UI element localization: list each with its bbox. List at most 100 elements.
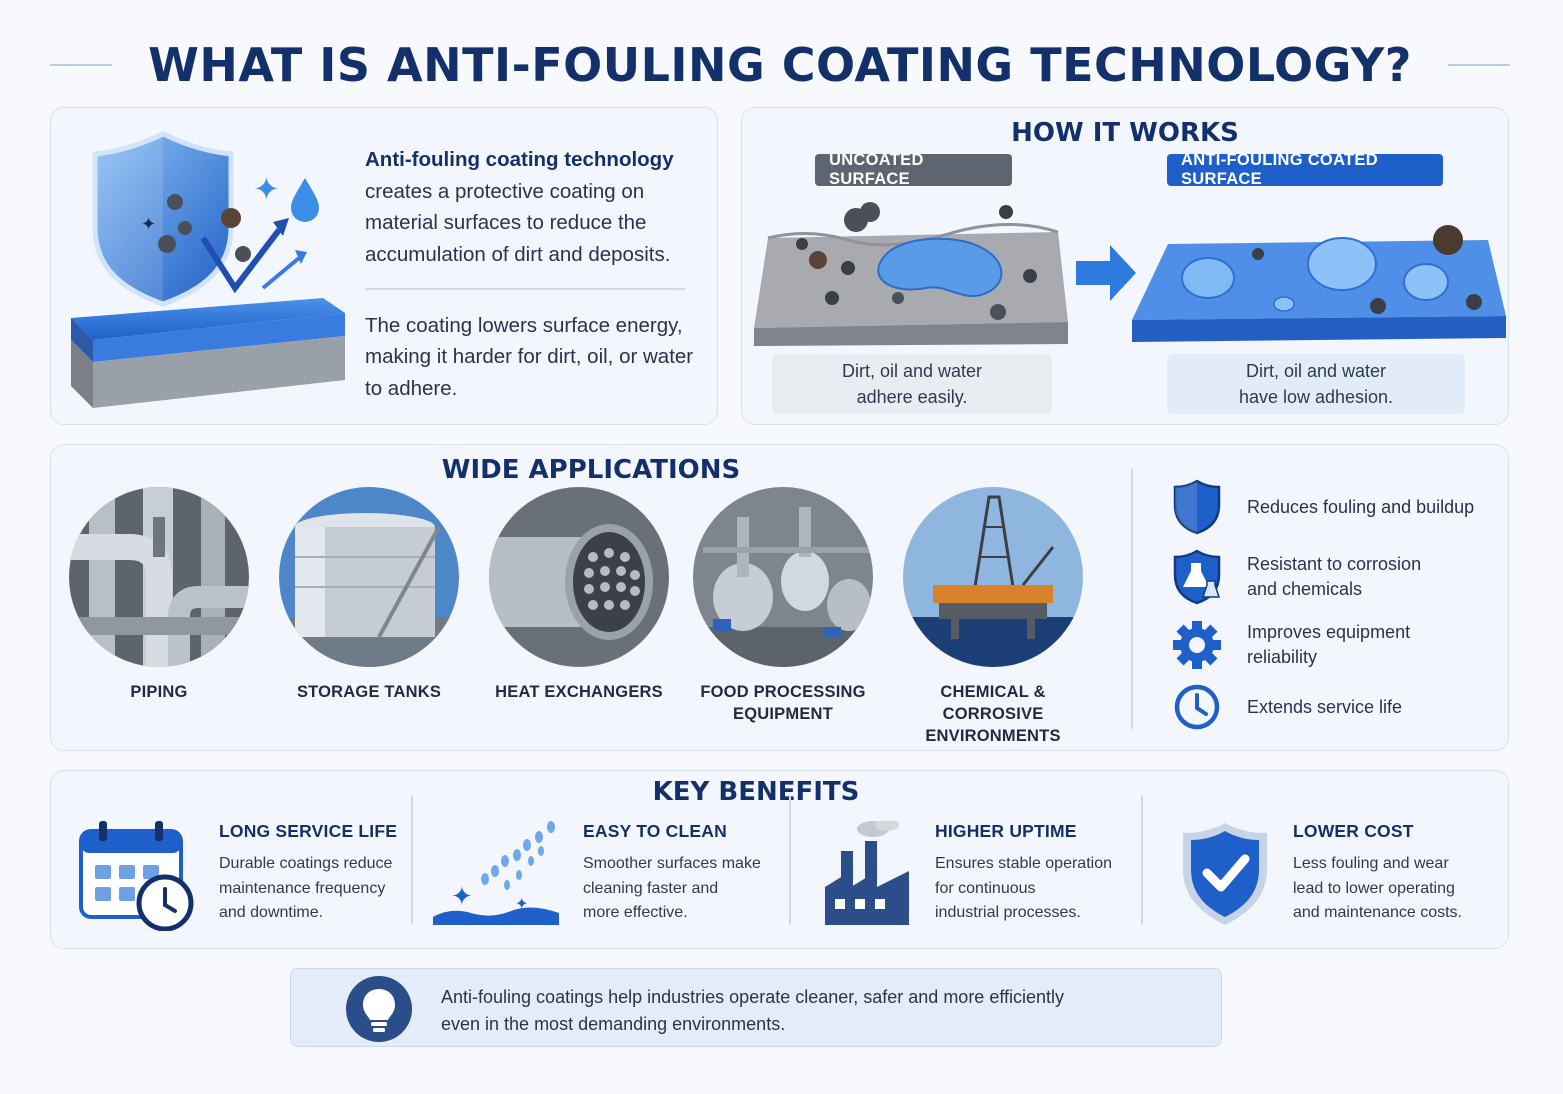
benefit-line: Smoother surfaces make [583, 855, 761, 872]
intro-lead: Anti-fouling coating technology creates a… [365, 144, 705, 270]
piping-image [69, 487, 249, 667]
benefit-line: Ensures stable operation [935, 855, 1112, 872]
coated-caption-line2: have low adhesion. [1238, 387, 1394, 407]
title-rule-left [50, 64, 113, 66]
feature-text: Extends service life [1247, 695, 1402, 720]
applications-panel: WIDE APPLICATIONS PIPING [50, 444, 1509, 751]
svg-text:✦: ✦ [253, 171, 280, 207]
application-label-line2: EQUIPMENT [733, 705, 833, 723]
application-label-line1: STORAGE TANKS [296, 683, 442, 701]
calendar-clock-icon [79, 821, 194, 931]
benefit-line: cleaning faster and [583, 879, 719, 897]
benefit-line: industrial processes. [935, 904, 1081, 921]
benefit-title: LONG SERVICE LIFE [219, 821, 398, 841]
application-label: STORAGE TANKS [269, 681, 469, 703]
benefit-divider [411, 795, 413, 925]
feature-text: Improves equipment reliability [1247, 620, 1410, 670]
benefit-line: more effective. [583, 904, 688, 921]
offshore-platform-image [903, 487, 1083, 667]
intro-lead-rest: creates a protective coating on material… [365, 179, 671, 266]
title-row: WHAT IS ANTI-FOULING COATING TECHNOLOGY? [50, 30, 1510, 100]
footer-banner: Anti-fouling coatings help industries op… [290, 968, 1222, 1047]
benefit-long-service-life: LONG SERVICE LIFE Durable coatings reduc… [79, 821, 397, 931]
intro-lead-bold: Anti-fouling coating technology [365, 148, 674, 171]
offshore-platform-photo [903, 487, 1083, 667]
benefit-line: lead to lower operating [1293, 879, 1455, 897]
application-label-line1: PIPING [130, 683, 188, 701]
benefit-text: LONG SERVICE LIFE Durable coatings reduc… [219, 821, 397, 931]
coated-caption-line1: Dirt, oil and water [1245, 361, 1387, 381]
feature-service-life: Extends service life [1171, 679, 1491, 735]
uncoated-surface-badge: UNCOATED SURFACE [815, 151, 1012, 188]
gear-icon [1173, 621, 1221, 669]
application-label-line1: HEAT EXCHANGERS [495, 683, 663, 701]
benefit-text: HIGHER UPTIME Ensures stable operation fo… [935, 821, 1112, 931]
svg-text:✦: ✦ [451, 881, 473, 911]
application-piping: PIPING [59, 487, 259, 703]
svg-text:✦: ✦ [515, 896, 528, 913]
water-spray-icon: ✦ ✦ [433, 821, 559, 925]
feature-reduces-fouling: Reduces fouling and buildup [1171, 479, 1491, 535]
intro-text: Anti-fouling coating technology creates a… [365, 144, 705, 404]
uncoated-caption: Dirt, oil and water adhere easily. [772, 354, 1052, 414]
benefit-title: HIGHER UPTIME [935, 821, 1077, 841]
application-food-processing: FOOD PROCESSING EQUIPMENT [683, 487, 883, 725]
benefit-title: EASY TO CLEAN [583, 821, 727, 841]
application-label: HEAT EXCHANGERS [479, 681, 679, 703]
application-label-line1: FOOD PROCESSING [700, 683, 866, 701]
benefit-description: Smoother surfaces make cleaning faster an… [583, 852, 761, 926]
feature-text-line2: reliability [1247, 647, 1318, 667]
benefit-description: Ensures stable operation for continuous in… [935, 852, 1112, 926]
benefit-line: Less fouling and wear [1293, 855, 1449, 872]
heat-exchangers-image [489, 487, 669, 667]
benefit-text: EASY TO CLEAN Smoother surfaces make clea… [583, 821, 761, 931]
applications-divider [1131, 469, 1133, 729]
feature-reliability: Improves equipment reliability [1171, 617, 1491, 673]
footer-line2: even in the most demanding environments. [441, 1014, 786, 1034]
footer-line1: Anti-fouling coatings help industries op… [441, 987, 1065, 1007]
coated-caption: Dirt, oil and water have low adhesion. [1167, 354, 1465, 414]
intro-divider [365, 288, 685, 290]
intro-second: The coating lowers surface energy, makin… [365, 313, 694, 400]
feature-text-line1: Extends service life [1247, 696, 1403, 717]
heat-exchangers-photo [489, 487, 669, 667]
benefit-easy-to-clean: ✦ ✦ EASY TO CLEAN Smoother surfaces make… [431, 821, 761, 931]
coated-surface-illustration [1132, 225, 1506, 342]
feature-text: Reduces fouling and buildup [1247, 495, 1474, 520]
arrow-right-icon [1076, 245, 1136, 301]
application-storage-tanks: STORAGE TANKS [269, 487, 469, 703]
uncoated-caption-line2: adhere easily. [856, 387, 968, 407]
uncoated-surface-illustration [754, 202, 1068, 346]
benefit-line: for continuous [935, 879, 1036, 897]
chemical-shield-icon [1173, 549, 1221, 605]
coated-surface-badge: ANTI-FOULING COATED SURFACE [1167, 151, 1443, 188]
application-label-line1: CHEMICAL & CORROSIVE [940, 683, 1046, 723]
storage-tanks-photo [279, 487, 459, 667]
how-it-works-panel: HOW IT WORKS UNCOATED SURFACE ANTI-FOULI… [741, 107, 1509, 425]
protective-shield-illustration: ✦ ✦ [71, 131, 345, 408]
page-title: WHAT IS ANTI-FOULING COATING TECHNOLOGY? [148, 38, 1412, 92]
clock-icon [1174, 684, 1220, 730]
key-benefits-panel: KEY BENEFITS LONG SERVICE LIFE Durable c… [50, 770, 1509, 949]
factory-icon [825, 821, 909, 925]
feature-text-line2: and chemicals [1247, 579, 1363, 599]
benefit-divider [789, 795, 791, 925]
key-benefits-title: KEY BENEFITS [652, 777, 860, 807]
benefit-divider [1141, 795, 1143, 925]
application-label: PIPING [59, 681, 259, 703]
benefit-title: LOWER COST [1293, 821, 1414, 841]
application-heat-exchangers: HEAT EXCHANGERS [479, 487, 679, 703]
application-label: FOOD PROCESSING EQUIPMENT [683, 681, 883, 725]
uncoated-caption-line1: Dirt, oil and water [841, 361, 983, 381]
footer-text: Anti-fouling coatings help industries op… [441, 984, 1064, 1038]
feature-text-line1: Improves equipment [1247, 622, 1411, 642]
svg-text:✦: ✦ [141, 214, 156, 234]
benefit-line: and maintenance costs. [1293, 904, 1462, 921]
benefit-description: Less fouling and wear lead to lower opera… [1293, 852, 1462, 926]
food-processing-photo [693, 487, 873, 667]
lightbulb-icon [346, 976, 412, 1042]
how-it-works-title: HOW IT WORKS [1011, 118, 1239, 148]
